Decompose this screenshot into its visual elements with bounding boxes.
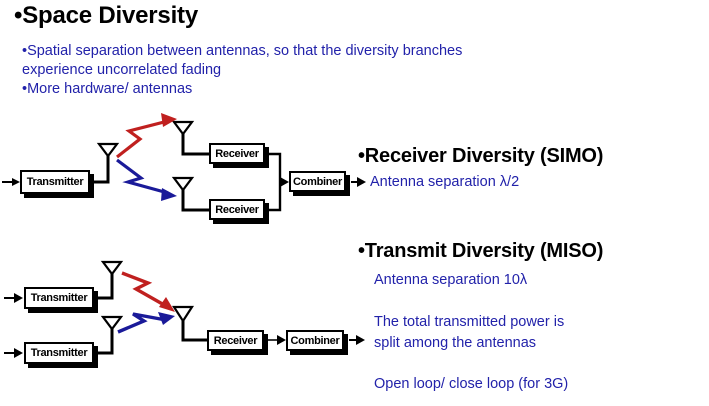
miso-note-power: The total transmitted power is split amo… bbox=[374, 312, 564, 354]
simo-receiver-box-upper: Receiver bbox=[209, 143, 265, 164]
miso-note-2: The total transmitted power is bbox=[374, 314, 565, 330]
intro-bullet-line-2: experience uncorrelated fading bbox=[22, 62, 222, 78]
miso-path-red-zigzag-down bbox=[121, 271, 175, 312]
miso-output-arrow bbox=[349, 335, 365, 345]
intro-bullet-line-3: •More hardware/ antennas bbox=[22, 81, 193, 97]
intro-bullet-line-1: •Spatial separation between antennas, so… bbox=[22, 43, 463, 59]
miso-heading: •Transmit Diversity (MISO) bbox=[358, 240, 604, 262]
simo-transmitter-box: Transmitter bbox=[20, 170, 90, 194]
simo-output-arrow bbox=[351, 177, 366, 187]
miso-note-separation: Antenna separation 10λ bbox=[374, 270, 527, 291]
simo-notes: Antenna separation λ/2 bbox=[370, 172, 519, 193]
simo-diagram: Transmitter Receiver Receiver Combiner bbox=[0, 0, 366, 240]
miso-input-arrow-upper bbox=[4, 293, 23, 303]
miso-rx-antenna bbox=[171, 305, 207, 342]
miso-note-3: split among the antennas bbox=[374, 335, 537, 351]
miso-note-loop: Open loop/ close loop (for 3G) bbox=[374, 374, 568, 395]
miso-receiver-box: Receiver bbox=[207, 330, 264, 351]
miso-diagram: Transmitter Transmitter Receiver Combine… bbox=[0, 250, 365, 380]
miso-path-blue-zigzag-up bbox=[117, 312, 175, 334]
simo-combiner-bus bbox=[269, 152, 289, 212]
simo-wiring bbox=[2, 113, 366, 212]
page-title: •Space Diversity bbox=[14, 2, 198, 29]
intro-bullet-list: •Spatial separation between antennas, so… bbox=[22, 42, 463, 99]
miso-receiver-to-combiner bbox=[268, 335, 286, 345]
simo-path-red-zigzag-up bbox=[116, 113, 177, 159]
simo-tx-antenna bbox=[94, 142, 120, 184]
simo-heading: •Receiver Diversity (SIMO) bbox=[358, 145, 604, 167]
simo-rx-antenna-upper bbox=[171, 120, 209, 156]
miso-transmitter-box-lower: Transmitter bbox=[24, 342, 94, 364]
miso-note-4: Open loop/ close loop (for 3G) bbox=[374, 376, 569, 392]
miso-wiring bbox=[4, 260, 365, 358]
simo-rx-antenna-lower bbox=[171, 176, 209, 212]
simo-path-blue-zigzag-down bbox=[116, 158, 177, 201]
simo-receiver-box-lower: Receiver bbox=[209, 199, 265, 220]
miso-tx-antenna-upper bbox=[98, 260, 124, 300]
miso-combiner-box: Combiner bbox=[286, 330, 344, 351]
simo-input-arrow bbox=[2, 178, 20, 186]
simo-combiner-box: Combiner bbox=[289, 171, 346, 192]
miso-transmitter-box-upper: Transmitter bbox=[24, 287, 94, 309]
miso-note-1: Antenna separation 10λ bbox=[374, 272, 528, 288]
simo-note-1: Antenna separation λ/2 bbox=[370, 174, 520, 190]
miso-tx-antenna-lower bbox=[98, 315, 124, 355]
miso-input-arrow-lower bbox=[4, 348, 23, 358]
